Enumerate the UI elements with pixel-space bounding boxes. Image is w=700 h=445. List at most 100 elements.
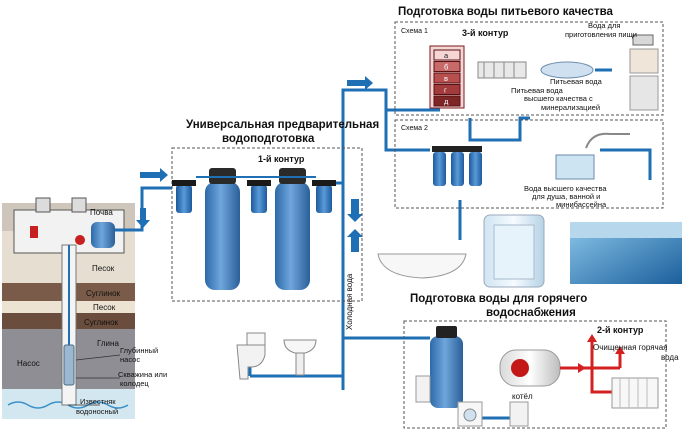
pool-wall — [570, 222, 682, 238]
drinking-section: Подготовка воды питьевого качества Схема… — [394, 6, 664, 116]
brine-tank-icon — [415, 375, 431, 403]
contour-2-label: 2-й контур — [597, 325, 644, 335]
limestone-label-1: Известняк — [80, 397, 116, 406]
deep-pump-label-1: Глубинный — [120, 346, 158, 355]
hot-title-2: водоснабжения — [486, 307, 576, 319]
bathtub-icon — [377, 253, 467, 279]
scheme-2-box — [394, 119, 664, 209]
stage-cell — [433, 72, 461, 84]
pump-leader — [75, 354, 121, 361]
arrow-down-icon — [347, 199, 363, 222]
stage-cell — [433, 61, 461, 72]
stage-label: г — [444, 86, 447, 95]
well-label-2: колодец — [120, 379, 149, 388]
bath-water-label-3: минибассейна — [556, 200, 607, 209]
stage-cell — [433, 95, 461, 107]
shower-door — [493, 224, 535, 280]
cartridge-filter-icon — [469, 152, 482, 186]
faucet-icon — [632, 34, 654, 46]
ground-section: Почва Песок Суглинок Песок Суглинок Глин… — [2, 197, 167, 419]
food-water-label-1: Вода для — [588, 21, 620, 30]
contour-3-label: 3-й контур — [462, 28, 509, 38]
bathroom-fixtures — [377, 214, 682, 288]
pipe-scheme2 — [384, 110, 430, 152]
pump-label: Насос — [17, 359, 40, 368]
premium-water-label-2: минерализацией — [541, 103, 600, 112]
filter-cap — [312, 180, 336, 186]
scheme-1-box — [394, 21, 664, 116]
uv-unit-icon — [555, 154, 595, 180]
pump-house-vent-2 — [71, 197, 87, 213]
sand-label-1: Песок — [92, 264, 115, 273]
hot-arrow-icon — [587, 334, 597, 342]
toilet-icon — [236, 344, 266, 380]
hot-pipe — [560, 340, 622, 394]
scheme-1-label: Схема 1 — [401, 28, 428, 35]
stage-label: д — [444, 97, 449, 106]
hot-water-label-1: Очищенная горячая — [593, 343, 667, 352]
iron-filter-tank-icon — [275, 182, 310, 290]
softener-tank-icon — [430, 336, 463, 408]
limestone-label-2: водоносный — [76, 407, 118, 416]
premium-water-label-1: высшего качества с — [524, 94, 593, 103]
food-water-label-2: приготовления пищи — [565, 30, 637, 39]
stage-label: б — [444, 63, 448, 72]
cartridge-filter-icon — [451, 152, 464, 186]
pretreatment-section: Универсальная предварительная водоподгот… — [171, 119, 379, 330]
hot-water-label-2: вода — [661, 353, 679, 362]
bath-water-label-2: для душа, ванной и — [532, 192, 600, 201]
triple-filter-head — [432, 146, 482, 152]
contour-1-box — [171, 147, 363, 302]
contour-1-label: 1-й контур — [258, 154, 305, 164]
bath-water-label-1: Вода высшего качества — [524, 184, 607, 193]
arrow-icon — [140, 168, 168, 182]
cold-water-label: Холодная вода — [345, 273, 354, 330]
cold-fixtures — [236, 332, 317, 380]
deep-pump-icon — [63, 344, 75, 386]
radiator-icon — [611, 377, 659, 409]
drinking-title: Подготовка воды питьевого качества — [398, 6, 613, 18]
control-unit-icon — [30, 226, 38, 238]
valve-head-icon — [436, 326, 457, 338]
pressure-tank-icon — [91, 222, 115, 248]
scheme-2-label: Схема 2 — [401, 125, 428, 132]
pipe-main-riser — [341, 88, 388, 390]
cartridge-filter-icon — [176, 185, 192, 213]
boiler-label: котёл — [512, 392, 533, 401]
pipe-to-shower — [600, 148, 652, 180]
hot-water-section: Подготовка воды для горячего водоснабжен… — [403, 293, 679, 429]
loam-label-2: Суглинок — [84, 318, 119, 327]
pretreatment-title-2: водоподготовка — [222, 133, 315, 145]
toilet-tank — [246, 332, 266, 346]
deep-pump-label-2: насос — [120, 355, 140, 364]
softener-tank-icon — [205, 182, 240, 290]
clay-label: Глина — [97, 339, 119, 348]
stage-label: а — [444, 51, 449, 60]
arrow-icon — [347, 76, 373, 90]
arrow-icon — [136, 208, 150, 228]
sink-icon — [283, 339, 317, 355]
stage-cell — [433, 84, 461, 95]
soil-label: Почва — [90, 208, 113, 217]
washer-drum — [463, 408, 477, 422]
contour-2-box — [403, 320, 667, 429]
scheme-2-section: Схема 2 Вода высшего качества для душа, … — [394, 119, 664, 209]
pump-house-vent — [35, 197, 51, 213]
sink-pedestal — [295, 352, 305, 376]
stage-label: в — [444, 74, 448, 83]
hot-title-1: Подготовка воды для горячего — [410, 293, 587, 305]
well-label-1: Скважина или — [118, 370, 167, 379]
hot-arrow-icon — [578, 363, 586, 373]
flow-arrows — [136, 76, 373, 357]
storage-tank-icon — [540, 61, 594, 79]
pipe-drinking-loop — [468, 116, 530, 142]
arrow-up-icon — [347, 229, 363, 252]
sand-label-2: Песок — [93, 303, 116, 312]
boiler-emblem — [511, 359, 529, 377]
pressure-gauge-icon — [75, 235, 85, 245]
premium-water-label: Питьевая вода — [511, 86, 564, 95]
washing-machine-icon — [457, 401, 483, 427]
dishwasher-icon — [509, 401, 529, 427]
filter-cap — [247, 180, 271, 186]
